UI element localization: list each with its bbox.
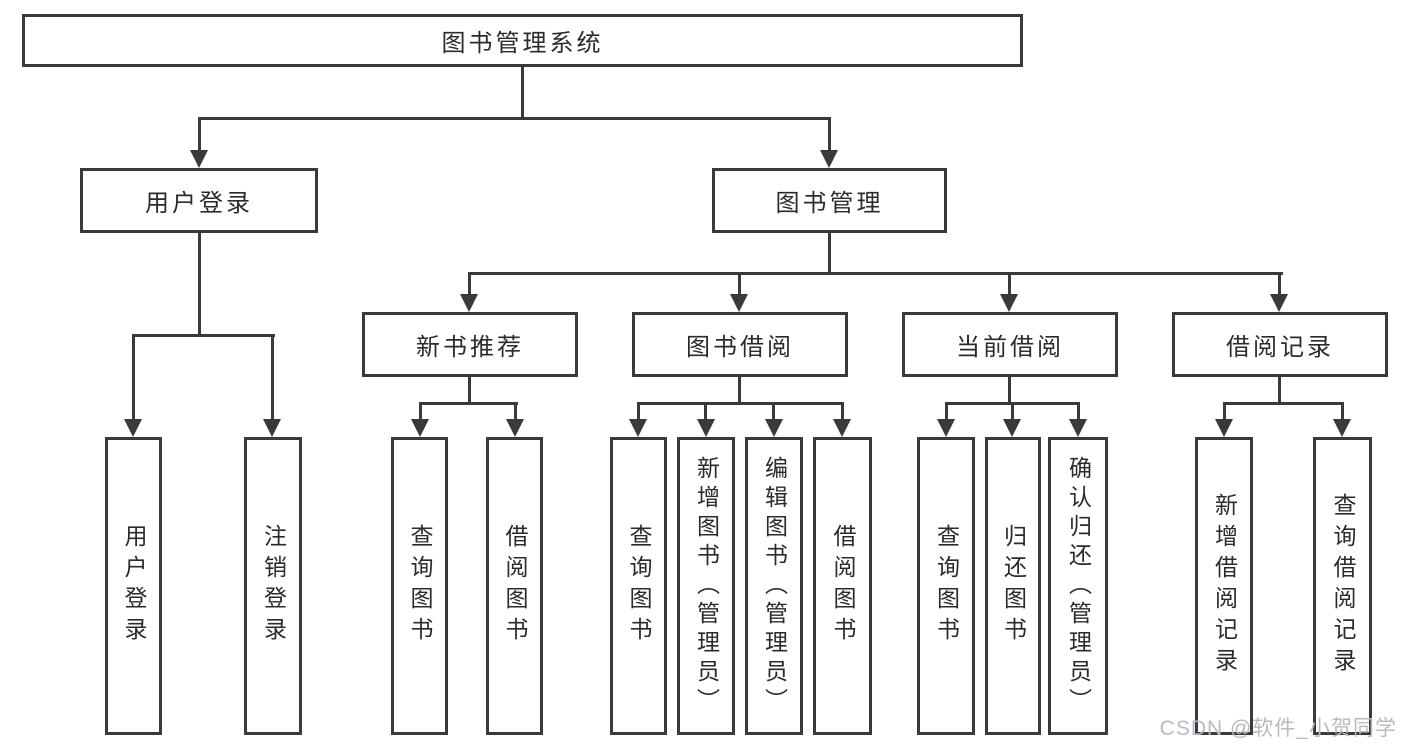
arrowhead-leaf-user-login: [124, 419, 142, 437]
leaf-bb-borrow-book: 借阅图书: [813, 437, 872, 735]
leaf-cb-confirm-return-admin-label: 确认归还（管理员）: [1065, 455, 1092, 717]
leaf-logout-label: 注销登录: [260, 524, 287, 648]
connector-book-management-vertical: [828, 231, 831, 275]
leaf-br-query-record: 查询借阅记录: [1313, 437, 1372, 735]
node-new-book-recommend-label: 新书推荐: [416, 334, 524, 361]
leaf-user-login-label: 用户登录: [121, 524, 147, 648]
connector-user-login-horizontal: [132, 334, 275, 337]
connector-to-leaf-bb-query: [637, 402, 640, 424]
leaf-br-add-record-label: 新增借阅记录: [1211, 493, 1238, 679]
arrowhead-leaf-nb-borrow: [506, 419, 524, 437]
leaf-bb-query-book-label: 查询图书: [626, 524, 652, 648]
arrowhead-leaf-bb-edit: [765, 419, 783, 437]
connector-to-leaf-cb-query: [945, 402, 948, 424]
arrowhead-leaf-bb-query: [629, 419, 647, 437]
node-current-borrow-label: 当前借阅: [956, 334, 1064, 361]
connector-root-to-book-management: [828, 117, 831, 155]
leaf-br-add-record: 新增借阅记录: [1195, 437, 1253, 735]
arrowhead-leaf-cb-confirm: [1069, 419, 1087, 437]
node-book-management: 图书管理: [712, 168, 947, 233]
connector-book-management-horizontal: [469, 272, 1283, 275]
connector-to-new-book-recommend: [468, 272, 471, 298]
connector-bb-vertical: [738, 375, 741, 405]
connector-root-to-user-login: [198, 117, 201, 155]
connector-to-leaf-br-add: [1223, 402, 1226, 424]
arrowhead-user-login: [190, 150, 208, 168]
leaf-nb-query-book-label: 查询图书: [407, 524, 433, 648]
connector-cb-vertical: [1008, 375, 1011, 405]
node-new-book-recommend: 新书推荐: [362, 312, 578, 377]
arrowhead-leaf-br-add: [1215, 419, 1233, 437]
connector-to-leaf-bb-borrow: [841, 402, 844, 424]
node-root-label: 图书管理系统: [441, 30, 604, 57]
node-book-management-label: 图书管理: [775, 190, 884, 217]
connector-to-leaf-nb-borrow: [514, 402, 517, 424]
node-root: 图书管理系统: [22, 14, 1023, 67]
connector-user-login-vertical: [198, 231, 201, 337]
leaf-nb-borrow-book: 借阅图书: [486, 437, 543, 735]
connector-to-book-borrow: [738, 272, 741, 298]
node-borrow-records: 借阅记录: [1172, 312, 1388, 377]
arrowhead-leaf-cb-query: [937, 419, 955, 437]
connector-bb-horizontal: [637, 402, 844, 405]
connector-to-leaf-bb-add: [704, 402, 707, 424]
leaf-nb-query-book: 查询图书: [391, 437, 448, 735]
connector-nb-horizontal: [419, 402, 518, 405]
connector-to-leaf-br-query: [1341, 402, 1344, 424]
leaf-cb-return-book-label: 归还图书: [1000, 524, 1027, 648]
arrowhead-borrow-records: [1270, 294, 1288, 312]
leaf-cb-query-book-label: 查询图书: [933, 524, 960, 648]
arrowhead-book-borrow: [730, 294, 748, 312]
csdn-watermark: CSDN @软件_小贺同学: [1159, 717, 1397, 740]
connector-to-leaf-cb-return: [1011, 402, 1014, 424]
arrowhead-leaf-bb-borrow: [833, 419, 851, 437]
leaf-br-query-record-label: 查询借阅记录: [1330, 493, 1356, 679]
connector-root-vertical: [521, 64, 524, 120]
connector-br-horizontal: [1223, 402, 1344, 405]
leaf-user-login: 用户登录: [105, 437, 162, 735]
connector-to-leaf-logout: [271, 334, 274, 424]
node-book-borrow: 图书借阅: [632, 312, 848, 377]
leaf-bb-add-book-admin: 新增图书（管理员）: [677, 437, 735, 735]
leaf-cb-query-book: 查询图书: [917, 437, 975, 735]
connector-to-borrow-records: [1278, 272, 1281, 298]
leaf-bb-query-book: 查询图书: [610, 437, 667, 735]
arrowhead-leaf-bb-add: [697, 419, 715, 437]
leaf-logout: 注销登录: [244, 437, 302, 735]
arrowhead-leaf-nb-query: [411, 419, 429, 437]
leaf-cb-confirm-return-admin: 确认归还（管理员）: [1048, 437, 1108, 735]
node-borrow-records-label: 借阅记录: [1226, 334, 1334, 361]
leaf-bb-add-book-admin-label: 新增图书（管理员）: [693, 455, 720, 717]
node-user-login-label: 用户登录: [145, 190, 253, 217]
node-user-login: 用户登录: [80, 168, 318, 233]
connector-to-current-borrow: [1008, 272, 1011, 298]
leaf-bb-edit-book-admin: 编辑图书（管理员）: [745, 437, 803, 735]
arrowhead-leaf-logout: [263, 419, 281, 437]
connector-to-leaf-user-login: [132, 334, 135, 424]
connector-nb-vertical: [468, 375, 471, 405]
connector-br-vertical: [1278, 375, 1281, 405]
node-book-borrow-label: 图书借阅: [686, 334, 794, 361]
connector-to-leaf-bb-edit: [772, 402, 775, 424]
arrowhead-book-management: [820, 150, 838, 168]
leaf-nb-borrow-book-label: 借阅图书: [502, 524, 528, 648]
connector-to-leaf-cb-confirm: [1077, 402, 1080, 424]
arrowhead-new-book-recommend: [460, 294, 478, 312]
leaf-bb-borrow-book-label: 借阅图书: [830, 524, 856, 648]
leaf-bb-edit-book-admin-label: 编辑图书（管理员）: [761, 455, 788, 717]
arrowhead-current-borrow: [1000, 294, 1018, 312]
arrowhead-leaf-br-query: [1333, 419, 1351, 437]
arrowhead-leaf-cb-return: [1003, 419, 1021, 437]
connector-root-horizontal: [198, 117, 831, 120]
leaf-cb-return-book: 归还图书: [985, 437, 1041, 735]
node-current-borrow: 当前借阅: [902, 312, 1118, 377]
connector-to-leaf-nb-query: [419, 402, 422, 424]
